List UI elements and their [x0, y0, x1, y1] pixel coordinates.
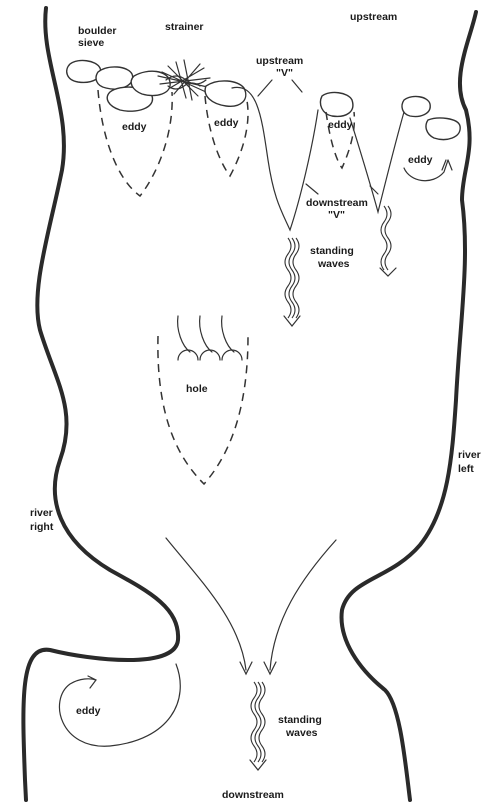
label-upstream-v-2: "V": [276, 67, 293, 79]
label-river-left-1: river: [458, 449, 481, 461]
v-pointer-1: [258, 80, 272, 96]
label-standing-waves-1b: waves: [317, 258, 350, 270]
label-eddy-bottom: eddy: [76, 705, 101, 717]
dv-pointer-1: [306, 184, 318, 194]
current-arrow-left: [166, 538, 252, 674]
rock-right-2: [426, 118, 460, 140]
label-river-right-2: right: [30, 521, 54, 533]
hole-feature: [158, 316, 248, 484]
label-standing-waves-2a: standing: [278, 714, 322, 726]
label-hole: hole: [186, 383, 208, 395]
label-river-left-2: left: [458, 463, 474, 475]
label-boulder: boulder: [78, 25, 117, 37]
label-standing-waves-2b: waves: [285, 727, 318, 739]
label-river-right-1: river: [30, 507, 53, 519]
label-eddy-3: eddy: [328, 119, 353, 131]
boulder-sieve-rocks: [67, 61, 170, 112]
strainer-icon: [158, 60, 246, 106]
label-standing-waves-1a: standing: [310, 245, 354, 257]
rock-upstream-v-left: [320, 93, 352, 117]
current-arrow-right: [264, 540, 336, 674]
river-right-bank: [23, 8, 178, 800]
label-downstream-v-1: downstream: [306, 197, 368, 209]
label-eddy-2: eddy: [214, 117, 239, 129]
eddy-outline-2: [205, 96, 248, 176]
label-upstream-v-1: upstream: [256, 55, 303, 67]
v-pointer-2: [292, 80, 302, 92]
label-sieve: sieve: [78, 37, 104, 49]
rock-right-1: [402, 97, 430, 117]
label-downstream-v-2: "V": [328, 209, 345, 221]
label-upstream-top: upstream: [350, 11, 397, 23]
label-strainer: strainer: [165, 21, 204, 33]
label-downstream-bottom: downstream: [222, 789, 284, 801]
label-eddy-4: eddy: [408, 154, 433, 166]
standing-waves-2: [250, 682, 266, 770]
label-eddy-1: eddy: [122, 121, 147, 133]
